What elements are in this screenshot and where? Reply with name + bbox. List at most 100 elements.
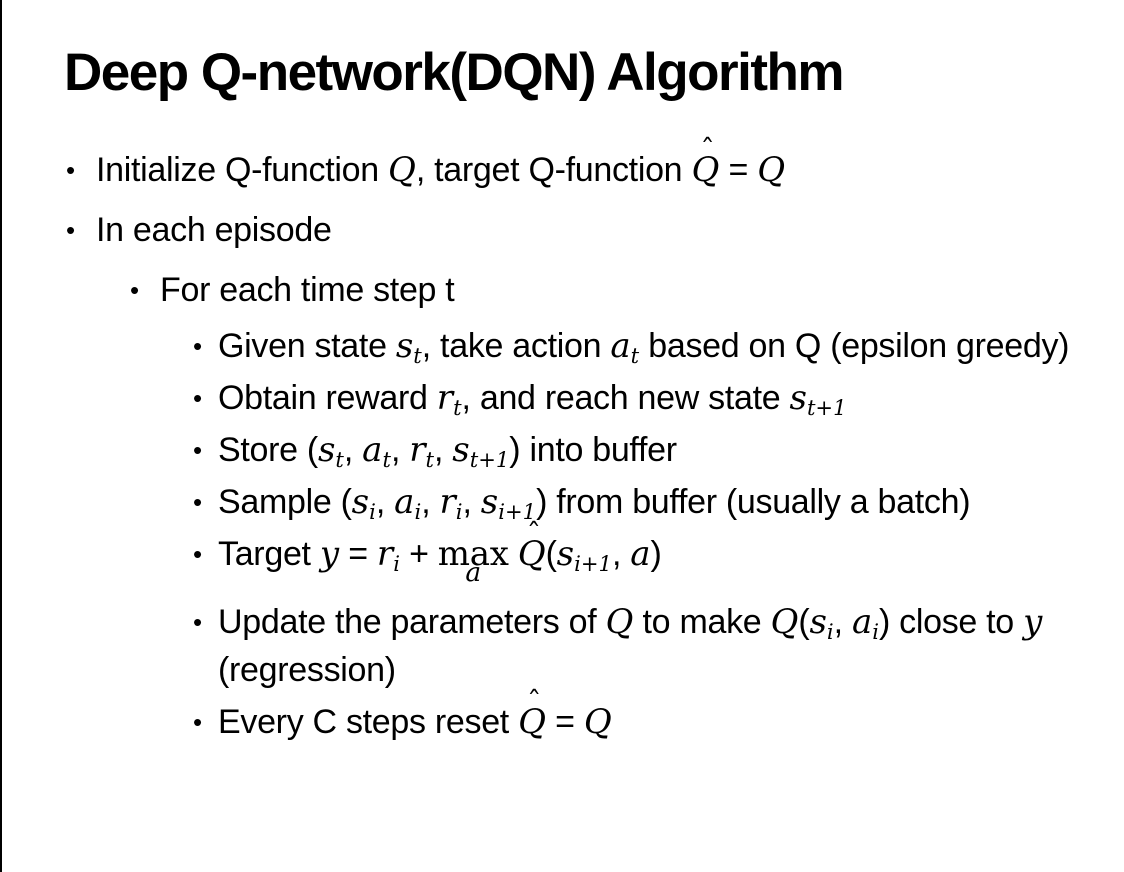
math-var: st+1 <box>790 378 847 418</box>
text-run: , <box>343 431 363 469</box>
text-run: (regression) <box>218 651 396 689</box>
text-run: Initialize Q-function <box>96 151 388 189</box>
text-run: Every C steps reset <box>218 703 519 741</box>
math-base: Q <box>605 602 634 642</box>
math-subscript: i+1 <box>498 498 537 524</box>
bullet-item: •Sample (si, ai, ri, si+1) from buffer (… <box>2 478 1124 526</box>
math-base: a <box>630 534 651 574</box>
bullet-icon: • <box>193 607 202 637</box>
math-var: si+1 <box>481 482 536 522</box>
math-var: Q <box>606 602 634 642</box>
text-run: Given state <box>218 327 396 365</box>
bullet-item: • Update the parameters of Q to make Q(si… <box>2 598 1124 694</box>
math-base: r <box>409 430 426 470</box>
math-base: s <box>789 378 807 418</box>
text-run: In each episode <box>96 211 332 249</box>
bullet-icon: • <box>193 707 202 737</box>
bullet-text: Store (st, at, rt, st+1) into buffer <box>218 426 1124 474</box>
bullet-item: •Given state st, take action at based on… <box>2 322 1124 370</box>
math-subscript: i <box>393 550 400 576</box>
math-base: s <box>480 482 499 522</box>
math-subscript: t <box>335 446 344 472</box>
math-var: rt <box>409 430 434 470</box>
math-var: st <box>318 430 344 470</box>
bullet-item: • For each time step t <box>2 266 1124 314</box>
text-run: ) close to <box>878 603 1024 641</box>
text-run: to make <box>633 603 771 641</box>
bullet-list: • Initialize Q-function Q, target Q-funct… <box>2 135 1124 750</box>
text-run: based on Q (epsilon greedy) <box>639 327 1070 365</box>
bullet-icon: • <box>66 155 75 185</box>
math-var: si+1 <box>557 534 612 574</box>
math-base: r <box>436 378 454 418</box>
math-var: y <box>1023 602 1042 642</box>
bullet-text: For each time step t <box>160 266 1124 314</box>
math-subscript: i <box>414 498 422 524</box>
bullet-text: Given state st, take action at based on … <box>218 322 1124 370</box>
bullet-icon: • <box>193 331 202 361</box>
math-base: s <box>317 430 336 470</box>
math-base: s <box>395 326 414 366</box>
math-base: s <box>351 482 370 522</box>
math-base: s <box>809 602 827 642</box>
math-var: Q <box>771 602 799 642</box>
math-var: Q <box>757 150 785 190</box>
math-subscript: t <box>413 342 422 368</box>
math-subscript: t <box>382 446 391 472</box>
bullet-item: •Store (st, at, rt, st+1) into buffer <box>2 426 1124 474</box>
math-var: a <box>630 534 650 574</box>
math-subscript: t+1 <box>806 394 847 420</box>
bullet-item: •Obtain reward rt, and reach new state s… <box>2 374 1124 422</box>
hat-accent: ˆ <box>527 684 542 719</box>
text-run: ) into buffer <box>509 431 677 469</box>
math-var: ri <box>439 482 462 522</box>
text-run: Target <box>218 535 320 573</box>
math-base: r <box>439 482 456 522</box>
math-base: a <box>851 602 873 642</box>
bullet-text: Initialize Q-function Q, target Q-functi… <box>96 135 1124 194</box>
math-var: Q <box>584 702 612 742</box>
math-var: at <box>610 326 639 366</box>
bullet-text: In each episode <box>96 206 1124 254</box>
text-run: = <box>719 151 758 189</box>
text-run <box>509 535 518 573</box>
bullet-item: • Initialize Q-function Q, target Q-funct… <box>2 135 1124 194</box>
bullet-text: Obtain reward rt, and reach new state st… <box>218 374 1124 422</box>
math-var: ai <box>394 482 421 522</box>
text-run: , <box>611 535 631 573</box>
operator-underscript: a <box>465 557 481 589</box>
text-run: , <box>462 483 481 521</box>
math-subscript: t+1 <box>469 446 510 472</box>
text-run: ( <box>798 603 810 641</box>
math-var: at <box>362 430 391 470</box>
text-run: , <box>433 431 453 469</box>
text-run: Sample ( <box>218 483 352 521</box>
math-base: a <box>610 326 631 366</box>
math-base: Q <box>517 534 546 574</box>
math-var: st <box>396 326 422 366</box>
bullet-icon: • <box>130 275 139 305</box>
math-var: st+1 <box>452 430 509 470</box>
math-var: ai <box>852 602 879 642</box>
text-run: ( <box>545 535 557 573</box>
text-run: , <box>390 431 410 469</box>
text-run: = <box>339 535 377 573</box>
math-subscript: i <box>455 498 463 524</box>
bullet-icon: • <box>193 435 202 465</box>
math-var: Q <box>388 150 416 190</box>
math-base: s <box>556 534 575 574</box>
math-base: y <box>319 534 340 574</box>
hat-accent: ˆ <box>526 516 542 551</box>
math-base: r <box>376 534 394 574</box>
bullet-text: Update the parameters of Q to make Q(si,… <box>218 598 1124 694</box>
math-var: ri <box>377 534 400 574</box>
text-run: For each time step t <box>160 271 455 309</box>
text-run: , take action <box>421 327 611 365</box>
bullet-icon: • <box>193 539 202 569</box>
math-base: y <box>1023 602 1043 642</box>
text-run: = <box>545 703 584 741</box>
